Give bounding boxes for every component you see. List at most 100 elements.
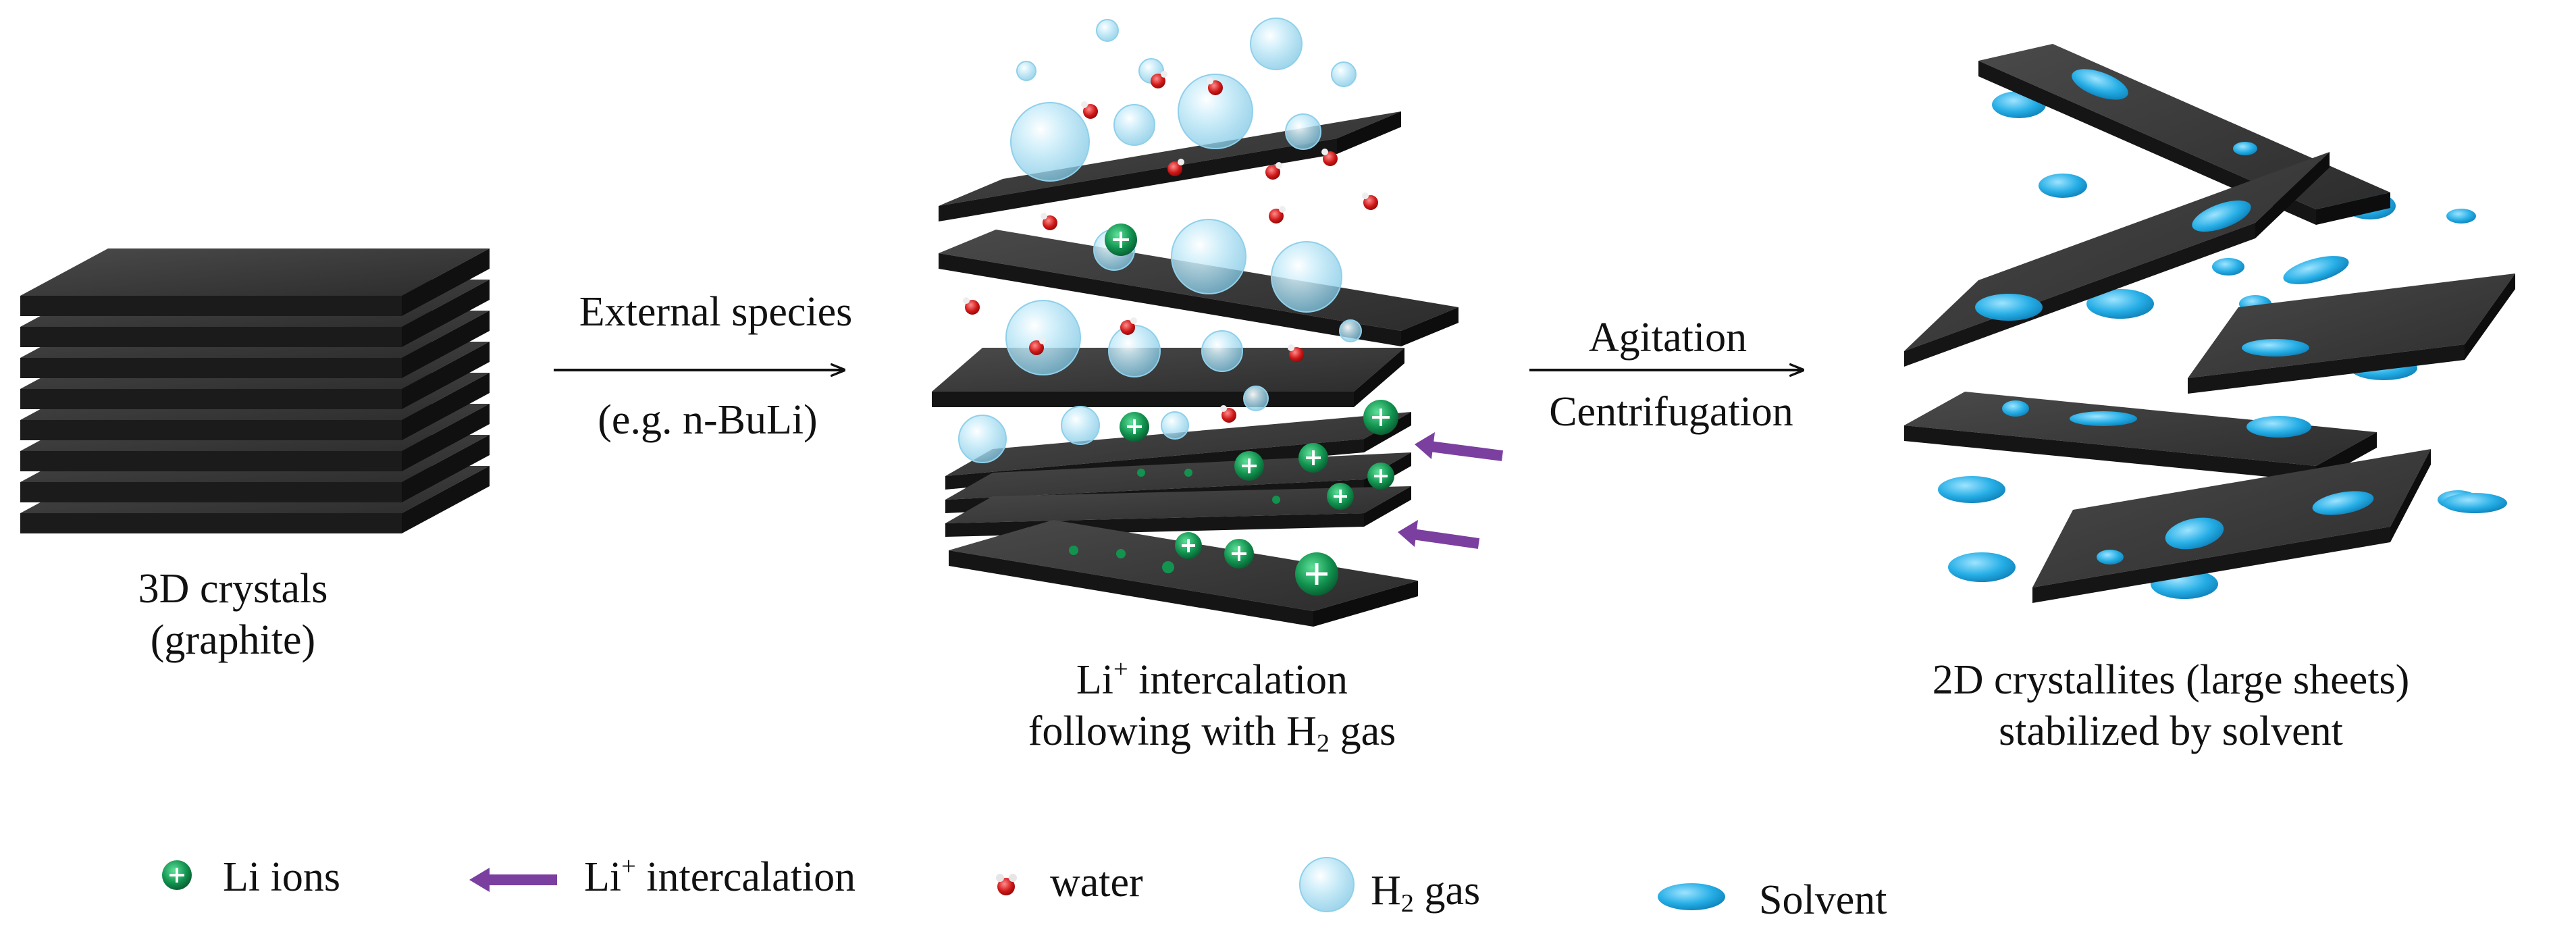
water-molecule: [1029, 338, 1046, 355]
solvent-droplet: [2242, 339, 2309, 357]
solvent-droplet: [2097, 550, 2124, 565]
exfoliated-label-line1: 2D crystallites (large sheets): [1932, 657, 2410, 703]
graphite-label-line1: 3D crystals: [138, 566, 328, 612]
h2-bubble: [1108, 325, 1161, 377]
intercalated-stack: [932, 18, 1504, 627]
li-ion-small: [1069, 546, 1078, 555]
intercalation-arrow: [1423, 440, 1504, 461]
h2-bubble: [1271, 241, 1342, 313]
h2-text: following with H: [1028, 708, 1317, 754]
intercalation-arrowhead: [1398, 520, 1418, 547]
solvent-droplet: [1975, 294, 2043, 321]
solvent-droplet: [2212, 258, 2244, 276]
legend-h2-subscript: 2: [1400, 889, 1414, 918]
water-molecule: [1041, 213, 1057, 230]
li-ion-small: [1162, 561, 1174, 573]
li-ion: [1327, 483, 1354, 510]
solvent-droplet: [1938, 476, 2005, 503]
graphite-stack: [20, 248, 490, 533]
solvent-droplet: [2246, 416, 2311, 438]
water-molecule: [1120, 317, 1137, 335]
li-ion-small: [1272, 496, 1280, 504]
h2-bubble: [958, 415, 1007, 463]
solvent-droplet: [2442, 493, 2507, 513]
solvent-droplets-on-sheets: [1975, 69, 2374, 565]
li-ion: [1295, 552, 1338, 596]
exfoliated-sheet: [2032, 449, 2431, 603]
exfoliated-sheets: [1904, 44, 2515, 603]
legend-h2-label: H2 gas: [1371, 866, 1481, 918]
solvent-droplet: [2233, 142, 2257, 155]
li-ion: [1298, 443, 1328, 473]
intercalation-label-line1: Li+ intercalation: [1028, 655, 1396, 706]
h2-bubble: [1171, 219, 1246, 294]
li-ion: [1224, 539, 1254, 569]
legend-water-label: water: [1050, 860, 1143, 906]
li-ion: [1105, 224, 1137, 256]
h2-bubble: [1285, 113, 1321, 150]
h2-bubbles: [958, 18, 1362, 463]
water-molecule: [963, 297, 980, 315]
water-molecule: [1288, 344, 1304, 362]
step2-label-top: Agitation: [1588, 315, 1747, 361]
solvent-droplet: [2039, 174, 2087, 198]
legend-gas-text: gas: [1414, 868, 1481, 914]
li-ion: [1363, 400, 1398, 435]
li-charge: +: [1113, 655, 1128, 684]
legend-symbols: [162, 857, 1725, 912]
li-text: Li: [1076, 657, 1114, 703]
water-molecule: [1151, 71, 1167, 88]
solvent-droplet: [2165, 517, 2224, 550]
water-molecule: [1265, 162, 1282, 180]
intercalation-arrow-icon: [469, 868, 557, 892]
li-ion: [1367, 463, 1394, 490]
solvent-droplet: [1948, 552, 2016, 582]
li-ion: [1234, 451, 1264, 481]
h2-bubble: [1010, 102, 1090, 182]
li-ion: [1120, 412, 1149, 442]
solvent-droplet: [2446, 209, 2476, 224]
solvent-droplet: [2070, 411, 2137, 426]
water-molecule: [1167, 159, 1184, 176]
exfoliated-sheet: [1978, 44, 2390, 225]
h2-bubble: [1096, 19, 1119, 42]
li-ion-small: [1116, 549, 1126, 558]
h2-bubble-icon: [1299, 857, 1355, 912]
legend-li-ions-label: Li ions: [223, 854, 340, 900]
legend-li-charge: +: [621, 852, 636, 881]
legend-intercalation-label: Li+ intercalation: [584, 852, 856, 903]
step1-label-bottom: (e.g. n-BuLi): [598, 397, 818, 443]
h2-bubble: [1005, 300, 1081, 375]
gas-text: gas: [1330, 708, 1396, 754]
h2-bubble: [1243, 386, 1269, 411]
intercalation-label: Li+ intercalation following with H2 gas: [1028, 655, 1396, 758]
graphite-label: 3D crystals (graphite): [138, 564, 328, 666]
li-ion-icon: [162, 860, 192, 890]
solvent-droplet: [2312, 491, 2374, 515]
intercalated-sheet: [932, 348, 1404, 407]
intercalation-text: intercalation: [1128, 657, 1348, 703]
h2-bubble: [1178, 74, 1253, 149]
step2-label-bottom: Centrifugation: [1549, 389, 1793, 435]
li-ions: [1069, 224, 1398, 596]
h2-bubble: [1201, 330, 1243, 372]
legend-intercalation-text: intercalation: [635, 854, 856, 900]
exfoliated-label-line2: stabilized by solvent: [1999, 708, 2343, 754]
solvent-droplet: [2192, 200, 2251, 232]
h2-bubble: [1113, 104, 1155, 146]
legend-h-text: H: [1371, 868, 1401, 914]
water-molecule: [1220, 405, 1236, 423]
water-molecule: [1321, 149, 1338, 166]
h2-bubble: [1061, 406, 1100, 445]
step1-label-top: External species: [579, 289, 853, 335]
solvent-icon: [1658, 883, 1725, 910]
intercalation-label-line2: following with H2 gas: [1028, 706, 1396, 758]
solvent-droplet: [2002, 400, 2029, 417]
h2-subscript: 2: [1316, 729, 1330, 758]
h2-bubble: [1161, 411, 1189, 440]
solvent-droplet: [2283, 256, 2349, 284]
h2-bubble: [1331, 61, 1357, 87]
solvent-droplet: [2072, 69, 2128, 100]
h2-bubble: [1250, 18, 1303, 70]
